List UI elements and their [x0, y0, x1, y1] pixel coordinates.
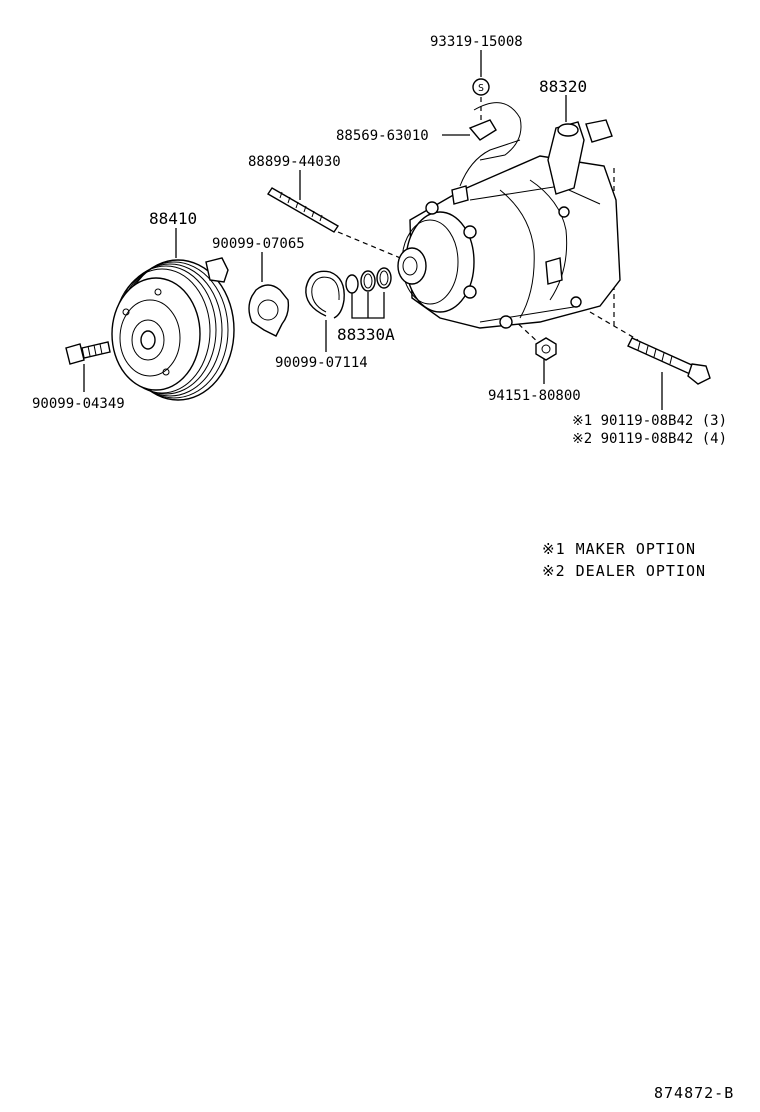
sensor-symbol: S — [478, 83, 484, 94]
label-compressor: 88320 — [539, 77, 587, 96]
label-nut: 94151-80800 — [488, 388, 581, 404]
long-bolt-part — [627, 337, 711, 385]
stud-part — [267, 187, 339, 233]
label-sensor: 93319-15008 — [430, 34, 523, 50]
label-bolt-option1: ※1 90119-08B42 (3) — [572, 413, 727, 429]
label-shim: 90099-07065 — [212, 236, 305, 252]
label-clutch: 88410 — [149, 209, 197, 228]
label-stud: 88899-44030 — [248, 154, 341, 170]
label-small-bolt: 90099-04349 — [32, 396, 125, 412]
label-snap-ring: 90099-07114 — [275, 355, 368, 371]
shim-part — [248, 284, 290, 337]
note-dealer-option: ※2 DEALER OPTION — [542, 562, 706, 580]
label-orings: 88330A — [337, 325, 395, 344]
nut-part — [535, 337, 557, 361]
diagram-id: 874872-B — [654, 1084, 734, 1102]
clutch-pulley-part — [111, 257, 235, 401]
note-maker-option: ※1 MAKER OPTION — [542, 540, 696, 558]
label-bolt-option2: ※2 90119-08B42 (4) — [572, 431, 727, 447]
wire-clip-part — [468, 102, 522, 161]
label-wire-clip: 88569-63010 — [336, 128, 429, 144]
small-bolt-part — [65, 341, 111, 365]
compressor-part — [397, 119, 621, 329]
sensor-part — [472, 78, 490, 96]
orings-part — [345, 267, 392, 294]
snap-ring-part — [305, 270, 345, 319]
